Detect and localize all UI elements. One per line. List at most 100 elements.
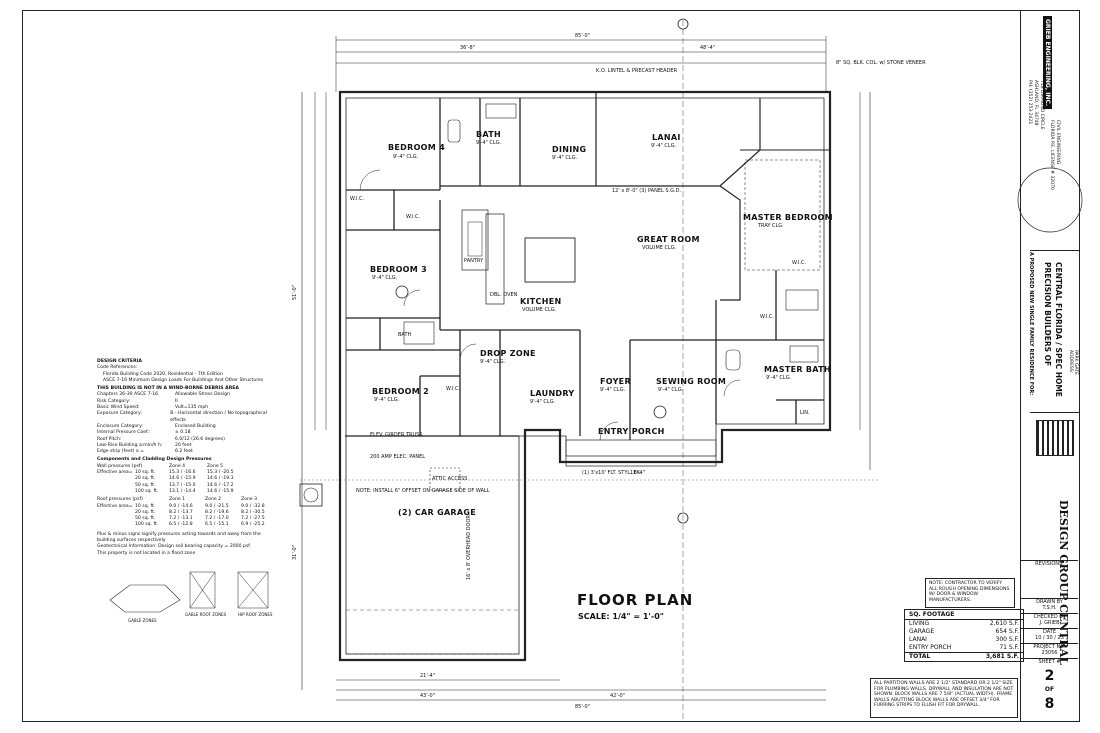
roof-zone-2: Zone 2: [205, 497, 222, 503]
roof-pressure-cell: 6.5 / -15.1: [205, 522, 229, 528]
dim-top-b: 48'-4": [700, 45, 715, 51]
room-master-bath: MASTER BATH: [764, 365, 831, 374]
criteria-row: Risk Category:II: [97, 399, 277, 405]
room-laundry-ceiling: 9'-4" CLG.: [530, 399, 556, 405]
sheet-total: 8: [1044, 696, 1055, 712]
dim-overall-top: 85'-0": [575, 33, 590, 39]
wall-pressure-cell: 20 sq. ft.: [135, 476, 156, 482]
room-lanai: LANAI: [652, 133, 681, 142]
girder-note: ELEV. GIRDER TRUSS: [370, 432, 423, 438]
roof-label-3: HIP ROOF ZONES: [238, 612, 273, 617]
sqft-label: LANAI: [909, 636, 927, 643]
wall-pressure-cell: 13.7 / -15.0: [169, 482, 196, 488]
room-bedroom3: BEDROOM 3: [370, 265, 427, 274]
room-foyer: FOYER: [600, 377, 631, 386]
sliding-note: (1) 3'x10' FLT. STYL. BK.: [582, 470, 642, 476]
sqft-value: 71 S.F.: [999, 644, 1019, 651]
room-bath: BATH: [476, 130, 501, 139]
roof-pressure-header: Roof pressures (psf) Zone 1 Zone 2 Zone …: [97, 497, 277, 503]
bath2-label: BATH: [398, 332, 412, 338]
roof-pressure-cell: 7.2 / -17.0: [205, 516, 229, 522]
project-label: PROJECT NO.: [1021, 643, 1078, 650]
dim-top-a: 36'-8": [460, 45, 475, 51]
criteria-row: Exposure Category: B - Horizontal directi…: [97, 411, 277, 424]
roof-area-label: Effective area=: [97, 503, 133, 509]
dim-entry: 11'-4": [630, 470, 645, 476]
criteria-heading: DESIGN CRITERIA: [97, 359, 142, 364]
roof-pressure-cell: 6.9 / -25.2: [241, 522, 265, 528]
room-master-bedroom: MASTER BEDROOM: [743, 213, 833, 222]
wall-pressure-cell: 15.3 / -16.6: [169, 470, 196, 476]
roof-pressure-cell: 9.0 / -32.8: [241, 503, 265, 509]
criteria-row-value: Allowable Stress Design: [175, 392, 230, 398]
roof-label-1: GABLE ZONES: [128, 618, 157, 623]
linen-label: LIN.: [800, 410, 810, 416]
roof-pressure-cell: 8.2 / -13.7: [169, 509, 193, 515]
sheet-number: 2: [1044, 668, 1055, 684]
sqft-row-lanai: LANAI 300 S.F.: [905, 636, 1023, 644]
wall-pressure-cell: 10 sq. ft.: [135, 470, 156, 476]
wall-pressure-cell: 13.1 / -14.4: [169, 488, 196, 494]
checked-by-value: J. GRIEB: [1039, 620, 1060, 626]
criteria-row-value: B - Horizontal direction / No topographi…: [170, 411, 267, 423]
drawn-by-label: DRAWN BY: [1021, 598, 1078, 605]
code-ref-1: Florida Building Code 2020, Residential …: [103, 371, 223, 377]
sqft-title: SQ. FOOTAGE: [905, 610, 1023, 620]
title-block: [1020, 10, 1080, 722]
criteria-row-label: Roof Pitch:: [97, 436, 122, 442]
plan-title: FLOOR PLAN: [577, 591, 694, 609]
plan-scale: SCALE: 1/4" = 1'-0": [578, 612, 664, 621]
project-value: 23056: [1041, 650, 1058, 656]
sqft-label: GARAGE: [909, 628, 935, 635]
partition-note: ALL PARTITION WALLS ARE 2 1/2" STANDARD …: [870, 678, 1018, 718]
criteria-row: Basic Wind Speed:Vult=135 mph: [97, 405, 277, 411]
criteria-row-label: Risk Category:: [97, 398, 131, 404]
engineer-address-2: ASHLAND, FL 34748: [1033, 80, 1038, 126]
roof-area-label: [97, 522, 135, 528]
sqft-value: 300 S.F.: [995, 636, 1019, 643]
sqft-value: 654 S.F.: [995, 628, 1019, 635]
wall-pressure-cell: 100 sq. ft.: [135, 488, 159, 494]
revisions-label: REVISIONS:: [1021, 560, 1078, 567]
sheet-label: SHEET #: [1021, 658, 1078, 665]
wic-label-4: W.I.C.: [792, 260, 807, 266]
wic-label-5: W.I.C.: [760, 314, 775, 320]
roof-zone-3: Zone 3: [241, 497, 258, 503]
roof-pressure-cell: 9.0 / -21.5: [205, 503, 229, 509]
column-logo-icon: [1036, 420, 1074, 456]
wind-debris-note: THIS BUILDING IS NOT IN A WIND-BORNE DEB…: [97, 386, 239, 392]
criteria-row: Edge strip (feet) a =6.2 feet: [97, 449, 277, 455]
design-criteria: DESIGN CRITERIA Code References: Florida…: [97, 357, 277, 557]
attic-access-label: ATTIC ACCESS: [432, 476, 467, 482]
criteria-row-value: 6.0/12 (26.6 degrees): [175, 436, 225, 442]
code-references: Code References:: [97, 365, 138, 371]
wic-label-1: W.I.C.: [350, 196, 365, 202]
wall-pressure-cell: 14.6 / -15.9: [207, 488, 234, 494]
wall-area-label: Effective area=: [97, 470, 133, 476]
wall-pressure-cell: 14.6 / -15.9: [169, 476, 196, 482]
wall-pressure-header: Wall pressures (psf) Zone 4 Zone 5: [97, 464, 277, 470]
proposal-text: A PROPOSED NEW SINGLE FAMILY RESIDENCE F…: [1028, 252, 1034, 396]
room-great-room: GREAT ROOM: [637, 235, 700, 244]
criteria-row-value: ± 0.18: [175, 430, 191, 436]
criteria-row-label: Enclosure Category:: [97, 423, 144, 429]
room-garage: (2) CAR GARAGE: [398, 508, 476, 517]
roof-zone-1: Zone 1: [169, 497, 186, 503]
date-label: DATE: [1021, 628, 1078, 635]
criteria-row-label: Edge strip (feet) a =: [97, 449, 144, 455]
criteria-row-label: Exposure Category:: [97, 411, 142, 417]
roof-pressure-cell: 7.2 / -27.5: [241, 516, 265, 522]
wall-pressure-cell: 14.6 / -19.3: [207, 476, 234, 482]
wall-pressure-row: 100 sq. ft. 13.1 / -14.4 14.6 / -15.9: [97, 489, 277, 495]
roof-heading: Roof pressures (psf): [97, 497, 143, 503]
wall-area-label: [97, 489, 135, 495]
criteria-row-value: 20 feet: [175, 442, 192, 448]
